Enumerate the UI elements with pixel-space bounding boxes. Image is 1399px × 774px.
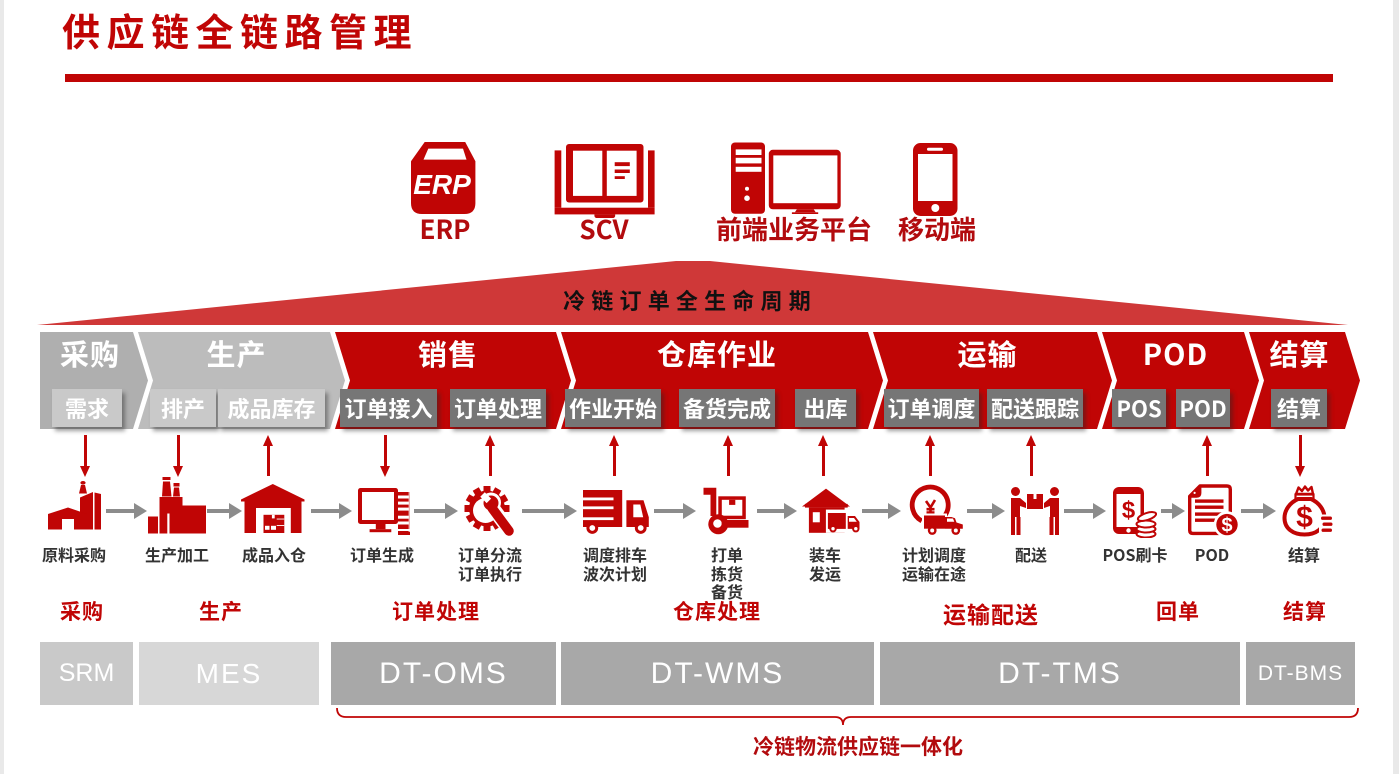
svg-text:ERP: ERP <box>413 169 471 200</box>
